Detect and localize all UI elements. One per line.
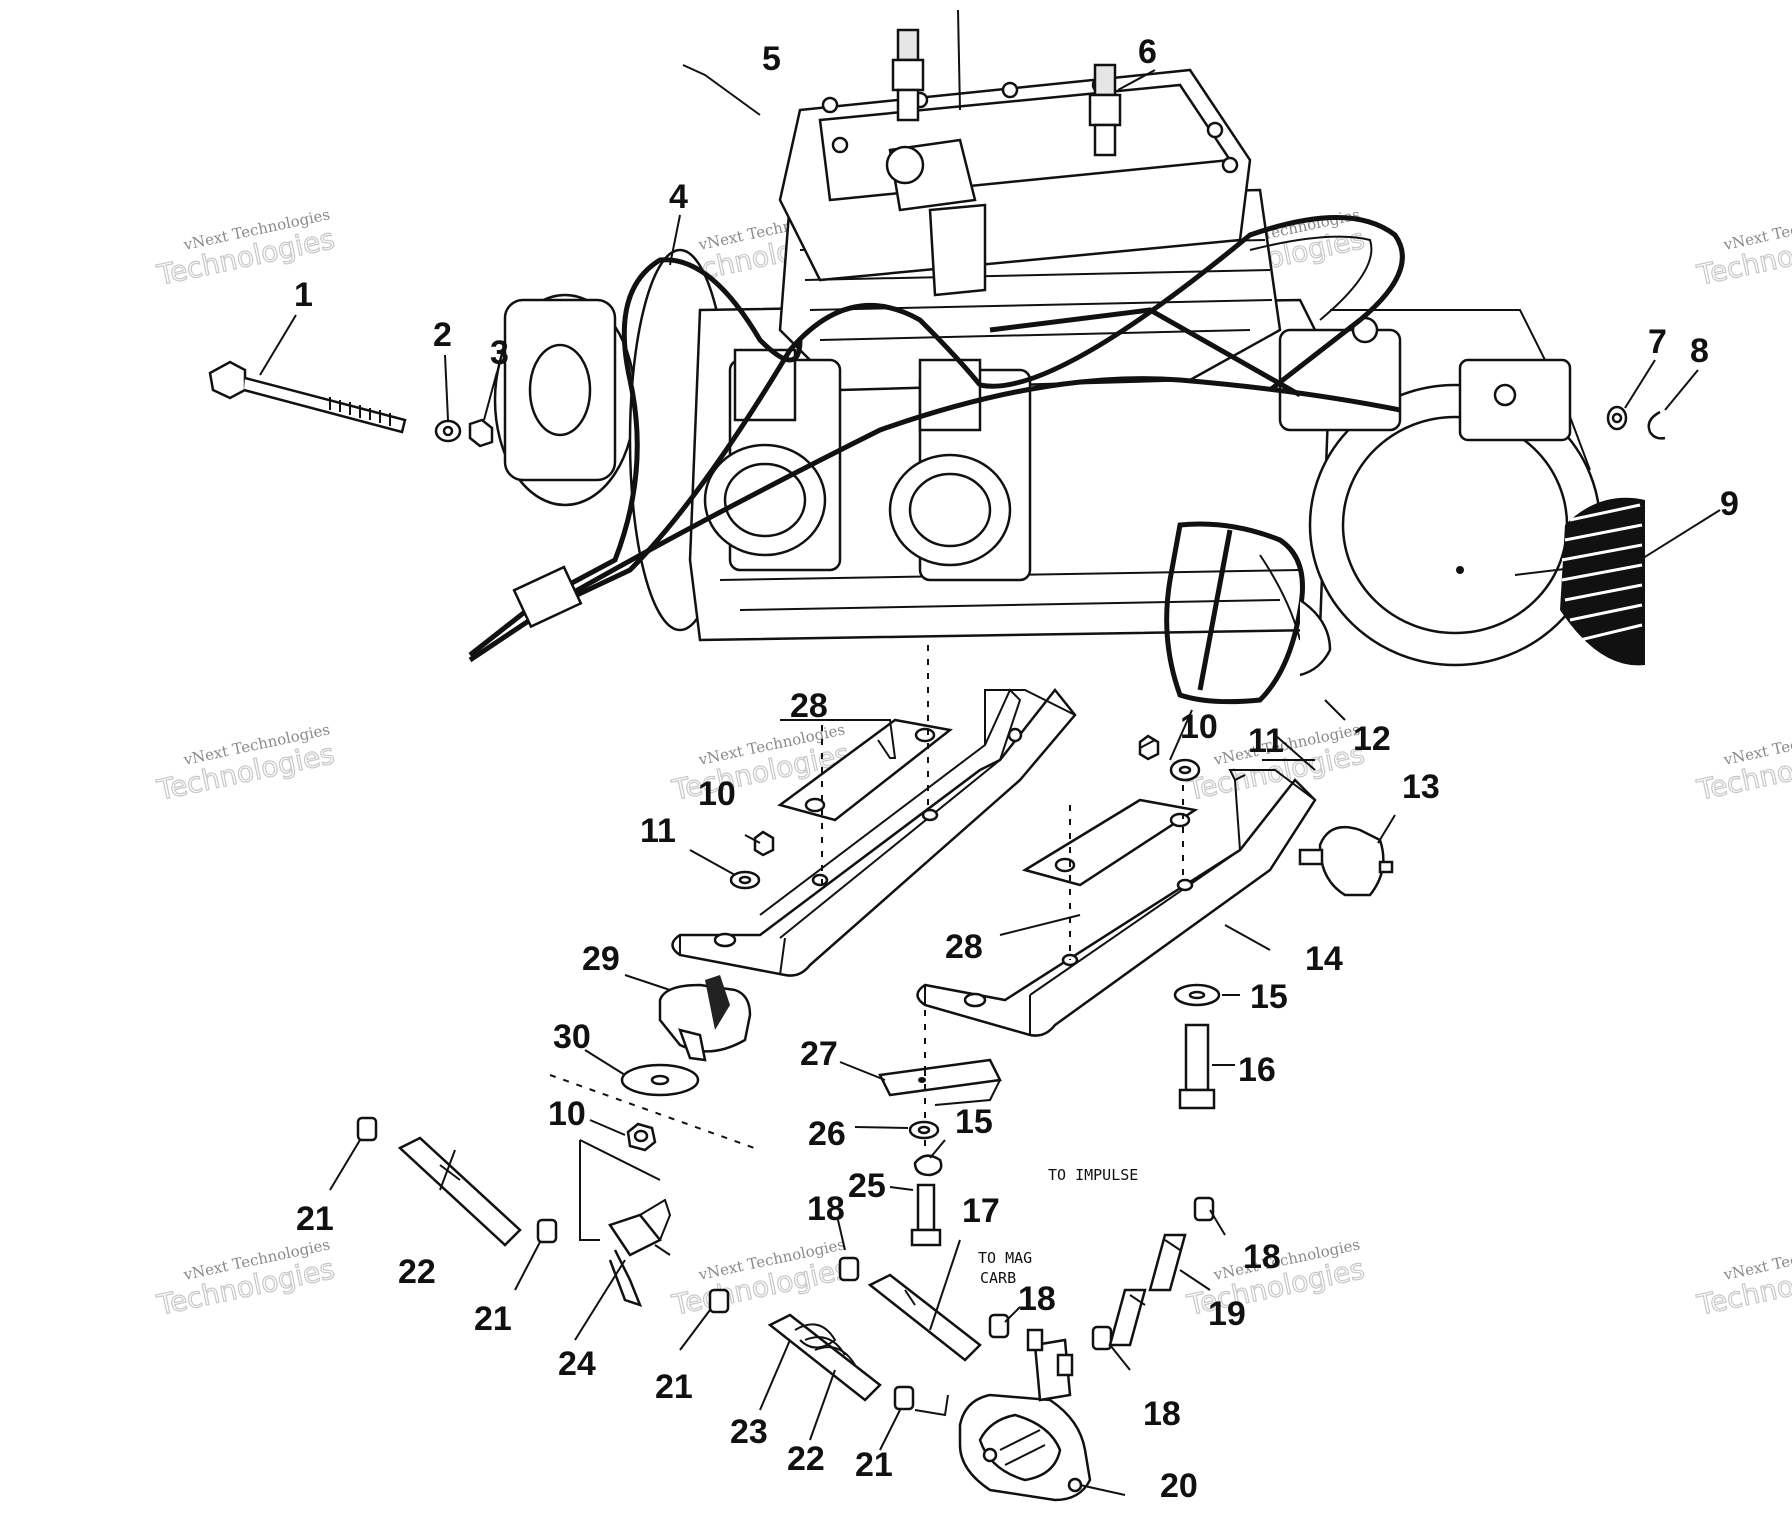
bracket (878, 1058, 1002, 1097)
callout-18-b: 18 (1018, 1280, 1056, 1318)
engine-bolt-head (208, 360, 247, 400)
callout-23: 23 (730, 1413, 768, 1451)
fuel-line (397, 1136, 522, 1247)
e-clip (1647, 410, 1666, 440)
hose-clamp (1091, 1325, 1113, 1351)
carburetor-mag (888, 358, 1032, 582)
hose-clamp (356, 1116, 378, 1142)
throttle-cables (468, 215, 1405, 663)
callout-1: 1 (294, 276, 313, 314)
callout-27: 27 (800, 1035, 838, 1073)
lock-washer (913, 1154, 943, 1177)
callout-3: 3 (490, 334, 509, 372)
impulse-line (1108, 1288, 1147, 1347)
leader-lines (259, 64, 1721, 1496)
fuel-line (867, 1273, 982, 1362)
callout-26: 26 (808, 1115, 846, 1153)
engine-mount-left (671, 687, 1077, 977)
callout-28-upper: 28 (790, 687, 828, 725)
engine-bolt-shaft (243, 376, 407, 434)
engine-assembly (468, 9, 1645, 705)
engine-mount-right (916, 769, 1317, 1037)
callout-17: 17 (962, 1192, 1000, 1230)
callout-22-b: 22 (787, 1440, 825, 1478)
callout-15-lower: 15 (955, 1103, 993, 1141)
cable-junction (512, 565, 583, 629)
callout-6: 6 (1138, 33, 1157, 71)
nut (468, 418, 494, 448)
callouts: 1 2 3 4 5 6 7 8 9 10 11 12 13 28 10 11 1… (294, 33, 1739, 1505)
callout-11-upper: 11 (1248, 722, 1284, 760)
starter-grill (1560, 497, 1645, 666)
primer-cap (1298, 825, 1394, 897)
hose-clamp (988, 1313, 1010, 1339)
callout-22-a: 22 (398, 1253, 436, 1291)
fuel-fitting (608, 1198, 672, 1308)
callout-7: 7 (1648, 323, 1667, 361)
hose-clamp (536, 1218, 558, 1244)
callout-11-mid: 11 (640, 812, 676, 850)
callout-12: 12 (1353, 720, 1391, 758)
hose-clamp (708, 1288, 730, 1314)
callout-10-mid: 10 (698, 775, 736, 813)
note-to-impulse: TO IMPULSE (1048, 1166, 1138, 1184)
callout-8: 8 (1690, 332, 1709, 370)
callout-21-d: 21 (855, 1446, 893, 1484)
engine-bolt-assembly (208, 360, 494, 448)
callout-18-d: 18 (1143, 1395, 1181, 1433)
callout-29: 29 (582, 940, 620, 978)
callout-24: 24 (558, 1345, 596, 1383)
callout-21-a: 21 (296, 1200, 334, 1238)
callout-14: 14 (1305, 940, 1343, 978)
callout-21-c: 21 (655, 1368, 693, 1406)
hose-clamp (1193, 1196, 1215, 1222)
spark-plug-left (891, 28, 925, 122)
bolt (916, 1183, 936, 1232)
callout-13: 13 (1402, 768, 1440, 806)
intake-boot (1164, 521, 1305, 705)
callout-28-lower: 28 (945, 928, 983, 966)
callout-25: 25 (848, 1167, 886, 1205)
impulse-line (1148, 1233, 1187, 1292)
callout-9: 9 (1720, 485, 1739, 523)
hose-clamp (838, 1256, 860, 1282)
nut (753, 830, 775, 857)
callout-5: 5 (762, 40, 781, 78)
callout-18-c: 18 (1243, 1238, 1281, 1276)
fuel-pump (958, 1328, 1092, 1502)
mount-bolt (1184, 1023, 1210, 1092)
callout-10-lower: 10 (548, 1095, 586, 1133)
callout-10-upper: 10 (1180, 708, 1218, 746)
spring (794, 1323, 856, 1366)
callout-30: 30 (553, 1018, 591, 1056)
mount-plate-right (1021, 798, 1199, 887)
callout-18-a: 18 (807, 1190, 845, 1228)
callout-19: 19 (1208, 1295, 1246, 1333)
spark-plug-right (1088, 63, 1122, 157)
callout-4: 4 (669, 178, 688, 216)
note-carb: CARB (980, 1269, 1016, 1287)
callout-21-b: 21 (474, 1300, 512, 1338)
callout-20: 20 (1160, 1467, 1198, 1505)
rubber-mount (658, 975, 752, 1062)
callout-16: 16 (1238, 1051, 1276, 1089)
note-to-mag: TO MAG (978, 1249, 1032, 1267)
callout-2: 2 (433, 316, 452, 354)
hose-clamp (893, 1385, 915, 1411)
callout-15-upper: 15 (1250, 978, 1288, 1016)
fuel-system (356, 1116, 1215, 1502)
